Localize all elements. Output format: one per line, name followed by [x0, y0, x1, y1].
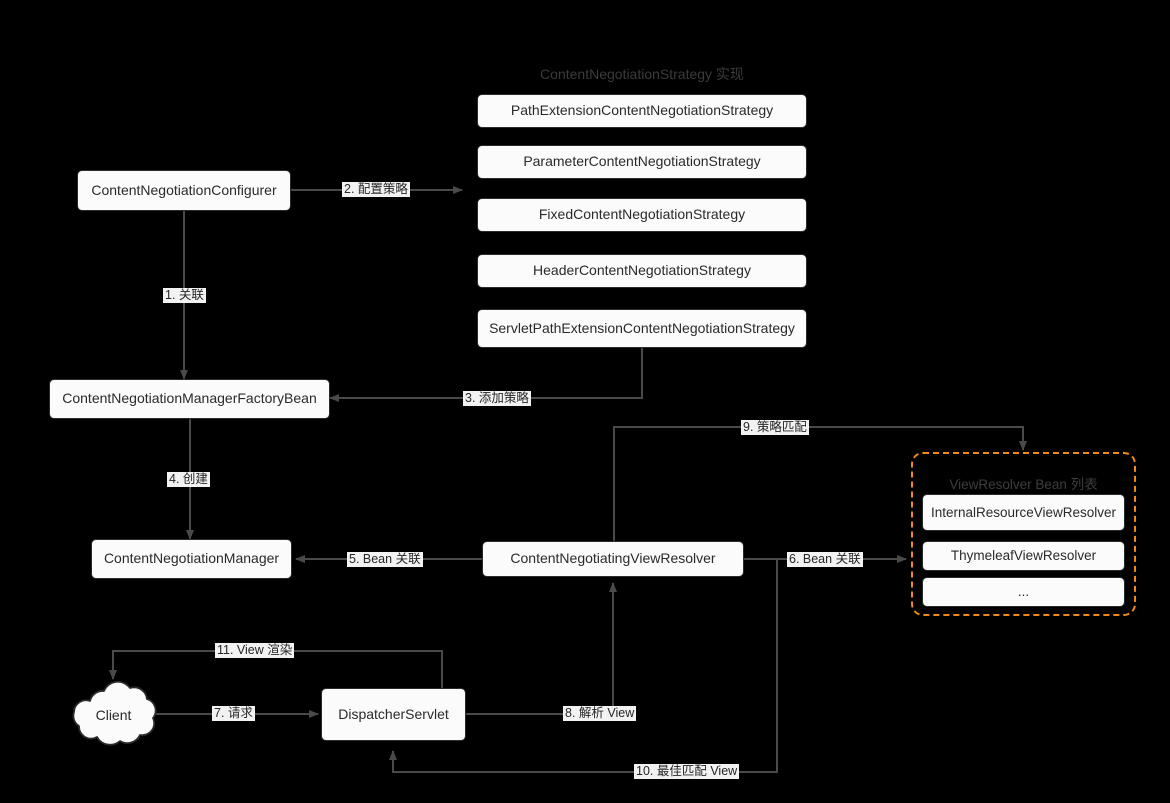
- edge-label-11: 11. View 渲染: [215, 643, 295, 658]
- edge-8-line: [466, 582, 617, 715]
- node-path-extension-strategy[interactable]: PathExtensionContentNegotiationStrategy: [477, 94, 807, 128]
- node-content-negotiation-manager-factory-bean[interactable]: ContentNegotiationManagerFactoryBean: [49, 379, 330, 419]
- edge-label-8: 8. 解析 View: [563, 706, 637, 721]
- edge-label-5: 5. Bean 关联: [347, 552, 423, 567]
- edge-label-7: 7. 请求: [212, 706, 255, 721]
- node-client-label: Client: [95, 707, 132, 723]
- node-content-negotiation-manager[interactable]: ContentNegotiationManager: [91, 539, 292, 579]
- node-parameter-strategy[interactable]: ParameterContentNegotiationStrategy: [477, 145, 807, 179]
- node-thymeleaf-view-resolver[interactable]: ThymeleafViewResolver: [922, 541, 1125, 571]
- edge-label-2: 2. 配置策略: [342, 182, 410, 197]
- edge-label-10: 10. 最佳匹配 View: [634, 764, 740, 779]
- edge-label-9: 9. 策略匹配: [741, 420, 809, 435]
- cloud-icon: [72, 680, 157, 746]
- node-more-view-resolvers[interactable]: ...: [922, 577, 1125, 607]
- edge-3-line: [329, 343, 643, 402]
- edge-label-1: 1. 关联: [163, 288, 206, 303]
- node-servlet-path-extension-strategy[interactable]: ServletPathExtensionContentNegotiationSt…: [477, 309, 807, 348]
- node-fixed-strategy[interactable]: FixedContentNegotiationStrategy: [477, 198, 807, 232]
- view-resolver-group-title: ViewResolver Bean 列表: [949, 477, 1098, 492]
- node-content-negotiating-view-resolver[interactable]: ContentNegotiatingViewResolver: [482, 541, 744, 577]
- view-resolver-group: [911, 452, 1136, 616]
- edge-label-3: 3. 添加策略: [463, 391, 531, 406]
- node-content-negotiation-configurer[interactable]: ContentNegotiationConfigurer: [77, 170, 291, 211]
- strategy-group-title: ContentNegotiationStrategy 实现: [540, 66, 744, 82]
- node-dispatcher-servlet[interactable]: DispatcherServlet: [321, 688, 466, 741]
- node-internal-resource-view-resolver[interactable]: InternalResourceViewResolver: [922, 494, 1125, 531]
- node-header-strategy[interactable]: HeaderContentNegotiationStrategy: [477, 254, 807, 288]
- edge-label-6: 6. Bean 关联: [787, 552, 863, 567]
- node-client[interactable]: Client: [64, 679, 163, 751]
- edge-label-4: 4. 创建: [167, 472, 210, 487]
